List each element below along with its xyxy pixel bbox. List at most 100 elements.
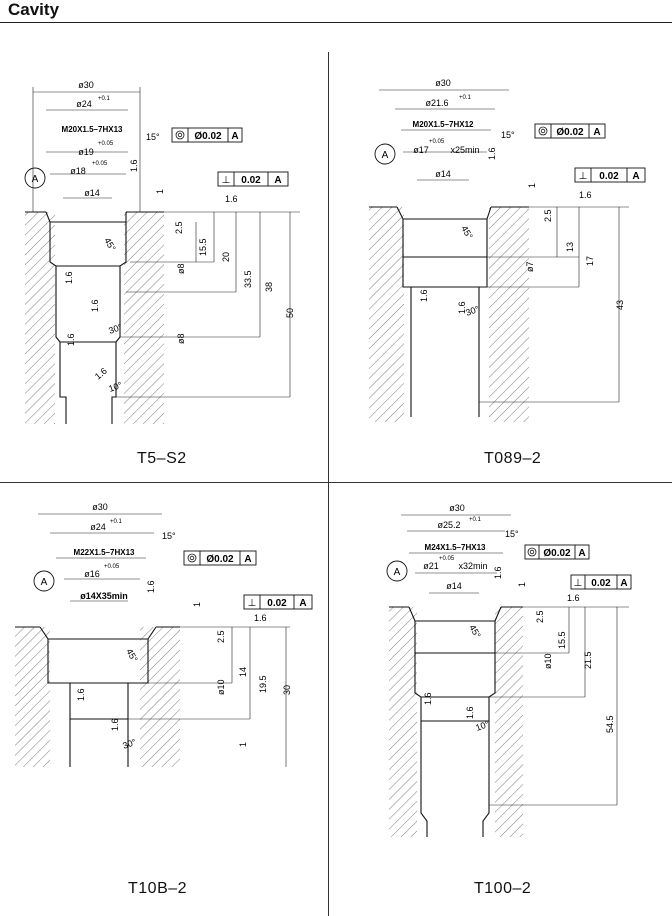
dim-d17-tol: +0.05 <box>429 139 445 145</box>
dim-d18: ø18 <box>70 166 86 176</box>
angle-10: 10° <box>107 380 124 394</box>
dim-d16-tol: +0.05 <box>104 564 120 570</box>
angle-30: 30° <box>121 737 138 751</box>
dim-v14: 14 <box>238 667 248 677</box>
concentricity-value: Ø0.02 <box>543 548 571 559</box>
concentricity-datum: A <box>578 548 585 559</box>
perpendicularity-frame: ⊥ 0.02 A <box>217 171 289 187</box>
dim-d14: ø14 <box>446 581 462 591</box>
cavity-label-t089-2: T089–2 <box>484 450 542 467</box>
cavity-drawing-t10b-2: A Ø0.02 A ⊥ 0.02 A ø30 ø24 +0.1 M22X1.5–… <box>15 502 313 767</box>
dim-v43: 43 <box>615 300 625 310</box>
dim-d25-2: ø25.2 <box>437 520 460 530</box>
finish-1: 1.6 <box>146 580 156 593</box>
dim-d8a: ø8 <box>176 263 186 274</box>
angle-30: 30° <box>107 322 124 336</box>
angle-15: 15° <box>505 529 519 539</box>
hatched-body <box>369 207 529 422</box>
concentricity-frame: Ø0.02 A <box>534 123 606 139</box>
perpendicularity-frame: ⊥ 0.02 A <box>243 594 313 610</box>
dim-v30: 30 <box>282 685 292 695</box>
dim-v38: 38 <box>264 282 274 292</box>
dim-v13: 13 <box>565 242 575 252</box>
dim-d17-depth: x25min <box>450 145 479 155</box>
cavity-outline <box>25 211 164 424</box>
header-rule <box>0 22 672 23</box>
dim-v1: 1 <box>517 582 527 587</box>
dim-v15-5: 15.5 <box>198 238 208 256</box>
dim-v2-5: 2.5 <box>174 221 184 234</box>
dim-d21-depth: x32min <box>458 561 487 571</box>
concentricity-frame: Ø0.02 A <box>524 544 590 560</box>
finish-1: 1.6 <box>487 147 497 160</box>
finish-3: 1.6 <box>423 692 433 705</box>
dim-v1: 1 <box>155 189 165 194</box>
concentricity-datum: A <box>231 131 238 142</box>
dim-d24: ø24 <box>90 522 106 532</box>
panel-divider-horizontal <box>0 482 672 483</box>
dim-v17: 17 <box>585 256 595 266</box>
thread-spec: M22X1.5–7HX13 <box>74 548 135 557</box>
cavity-label-t10b-2: T10B–2 <box>128 880 188 897</box>
concentricity-value: Ø0.02 <box>194 131 222 142</box>
dim-d10: ø10 <box>216 679 226 695</box>
dim-d21-6-tol: +0.1 <box>459 95 472 101</box>
cavity-drawing-t5-s2: A Ø0.02 A ⊥ 0.02 A ø30 ø24 +0.1 M20X1.5–… <box>24 80 300 424</box>
finish-6: 1.6 <box>93 366 109 382</box>
finish-3: 1.6 <box>419 289 429 302</box>
angle-30: 30° <box>464 304 481 318</box>
concentricity-value: Ø0.02 <box>556 127 584 138</box>
finish-4: 1.6 <box>90 299 100 312</box>
angle-45: 45° <box>459 224 475 241</box>
cavity-drawing-t100-2: A Ø0.02 A ⊥ 0.02 A ø30 ø25.2 +0.1 M24X1.… <box>386 503 632 837</box>
hatched-body <box>389 607 523 837</box>
concentricity-frame: Ø0.02 A <box>183 550 257 566</box>
perpendicularity-icon: ⊥ <box>248 598 257 609</box>
finish-5: 1.6 <box>66 333 76 346</box>
panel-divider-vertical-bottom <box>328 482 329 916</box>
hatched-body <box>25 212 164 424</box>
datum-a-marker <box>386 560 408 582</box>
angle-45: 45° <box>124 647 140 664</box>
dim-v1a: 1 <box>192 602 202 607</box>
perpendicularity-value: 0.02 <box>599 171 619 182</box>
dim-d16: ø16 <box>84 569 100 579</box>
dim-d21-tol: +0.05 <box>439 556 455 562</box>
dim-d25-2-tol: +0.1 <box>469 517 482 523</box>
dim-v54-5: 54.5 <box>605 715 615 733</box>
dim-v15-5: 15.5 <box>557 631 567 649</box>
datum-a-marker <box>33 570 55 592</box>
finish-4: 1.6 <box>457 301 467 314</box>
dim-d24: ø24 <box>76 99 92 109</box>
perpendicularity-icon: ⊥ <box>579 171 588 182</box>
dim-d7: ø7 <box>525 261 535 272</box>
angle-15: 15° <box>501 130 515 140</box>
dim-d21: ø21 <box>423 561 439 571</box>
dim-v50: 50 <box>285 308 295 318</box>
thread-spec: M20X1.5–7HX12 <box>413 120 474 129</box>
dimension-lines <box>38 513 290 767</box>
datum-a-marker <box>24 167 46 189</box>
perpendicularity-value: 0.02 <box>591 578 611 589</box>
angle-10: 10° <box>474 719 491 733</box>
dim-v2-5: 2.5 <box>543 209 553 222</box>
dimension-lines <box>379 89 629 403</box>
datum-a-label: A <box>382 150 389 161</box>
dim-d30: ø30 <box>449 503 465 513</box>
finish-1: 1.6 <box>129 159 139 172</box>
finish-4: 1.6 <box>110 718 120 731</box>
finish-2: 1.6 <box>579 190 592 200</box>
dimension-lines <box>32 87 300 398</box>
dim-d18-tol: +0.05 <box>92 161 108 167</box>
dim-d30: ø30 <box>78 80 94 90</box>
dimension-lines <box>401 514 629 806</box>
angle-45: 45° <box>467 623 483 640</box>
perpendicularity-datum: A <box>299 598 306 609</box>
perpendicularity-datum: A <box>620 578 627 589</box>
perpendicularity-icon: ⊥ <box>222 175 231 186</box>
dim-v20: 20 <box>221 252 231 262</box>
dim-d24-tol: +0.1 <box>110 519 123 525</box>
concentricity-value: Ø0.02 <box>206 554 234 565</box>
cavity-label-t5-s2: T5–S2 <box>137 450 187 467</box>
perpendicularity-icon: ⊥ <box>574 578 583 589</box>
